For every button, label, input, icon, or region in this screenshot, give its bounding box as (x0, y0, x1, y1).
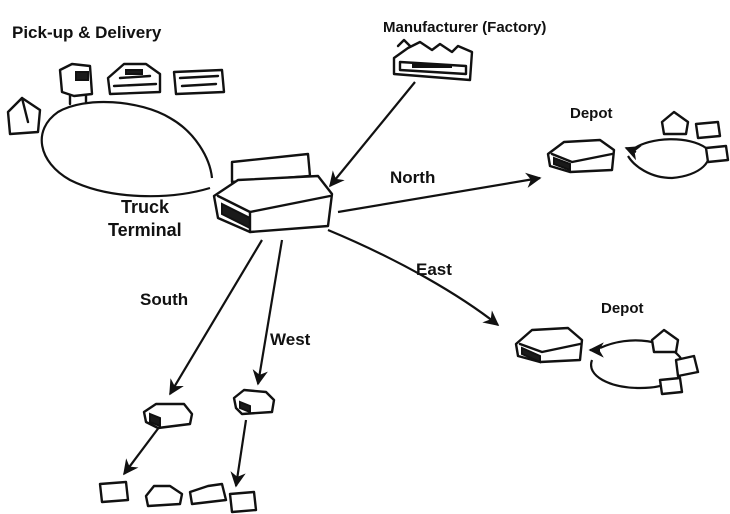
depot-north-house-icon (662, 112, 688, 134)
truck-terminal-label-line2: Terminal (108, 220, 182, 240)
depot-east-truck-icon (676, 356, 698, 376)
depot-east-shop-icon (660, 378, 682, 394)
pickup-truck-icon (60, 64, 92, 104)
south-delivery-shop-icon-1 (100, 482, 128, 502)
pickup-delivery-label: Pick-up & Delivery (12, 23, 162, 42)
south-delivery-shop-icon-2 (146, 486, 182, 506)
depot-north-label: Depot (570, 105, 613, 122)
west-depot-warehouse-icon (234, 390, 274, 414)
pickup-warehouse-icon (108, 64, 160, 94)
depot-east-label: Depot (601, 300, 644, 317)
south-route-arrow (170, 240, 262, 394)
depot-north-shop-icon (696, 122, 720, 138)
depot-north-loop (628, 139, 709, 178)
south-delivery-arrow (124, 426, 160, 474)
west-route-arrow (258, 240, 282, 384)
south-delivery-house-icon (190, 484, 226, 504)
depot-north-truck-icon (706, 146, 728, 162)
east-route-arrow (328, 230, 498, 325)
factory-icon (394, 40, 472, 80)
truck-terminal-icon (214, 154, 332, 232)
depot-east-house-icon (652, 330, 678, 352)
depot-north-warehouse-icon (548, 140, 614, 172)
west-delivery-shop-icon (230, 492, 256, 512)
west-route-label: West (270, 330, 311, 349)
south-route-label: South (140, 290, 188, 309)
pickup-shop-icon (174, 70, 224, 94)
south-depot-warehouse-icon (144, 404, 192, 428)
manufacturer-label: Manufacturer (Factory) (383, 19, 546, 36)
pickup-delivery-loop (42, 102, 212, 196)
truck-terminal-label-line1: Truck (121, 197, 170, 217)
west-delivery-arrow (236, 420, 246, 486)
north-route-label: North (390, 168, 435, 187)
north-route-arrow (338, 178, 540, 212)
pickup-house-icon (8, 98, 40, 134)
depot-east-warehouse-icon (516, 328, 582, 362)
